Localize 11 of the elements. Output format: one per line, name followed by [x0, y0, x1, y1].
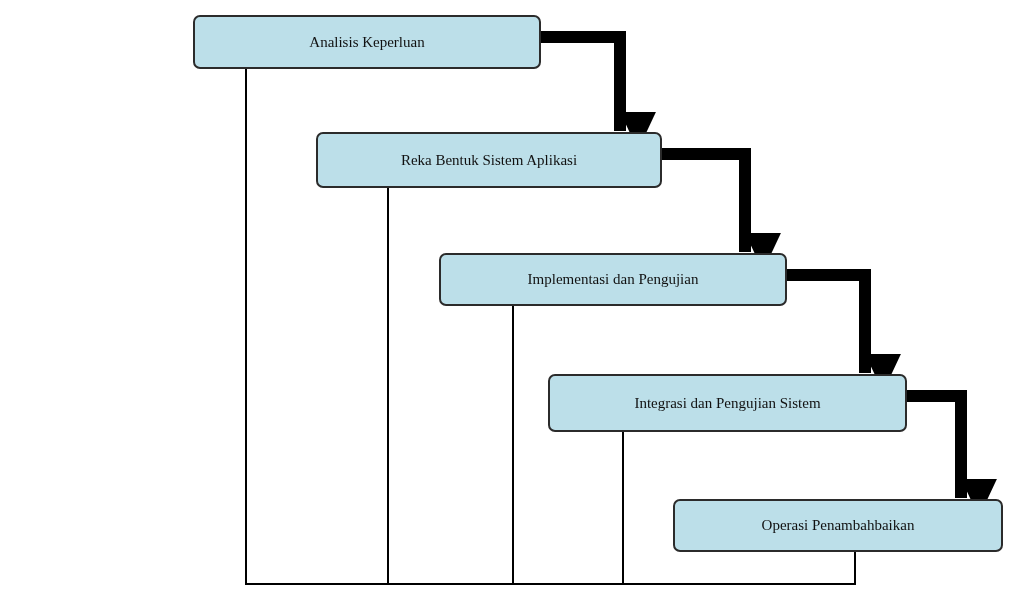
- process-label: Operasi Penambahbaikan: [761, 517, 915, 534]
- process-label: Integrasi dan Pengujian Sistem: [634, 394, 821, 412]
- process-box: [548, 374, 907, 432]
- process-label: Analisis Keperluan: [309, 33, 425, 51]
- process-label: Reka Bentuk Sistem Aplikasi: [400, 151, 578, 169]
- process-box: [673, 499, 1003, 552]
- connector-line: [622, 431, 856, 585]
- process-box: [439, 253, 787, 306]
- process-label: Implementasi dan Pengujian: [527, 271, 699, 288]
- process-box: [316, 132, 662, 188]
- process-box: [193, 15, 541, 69]
